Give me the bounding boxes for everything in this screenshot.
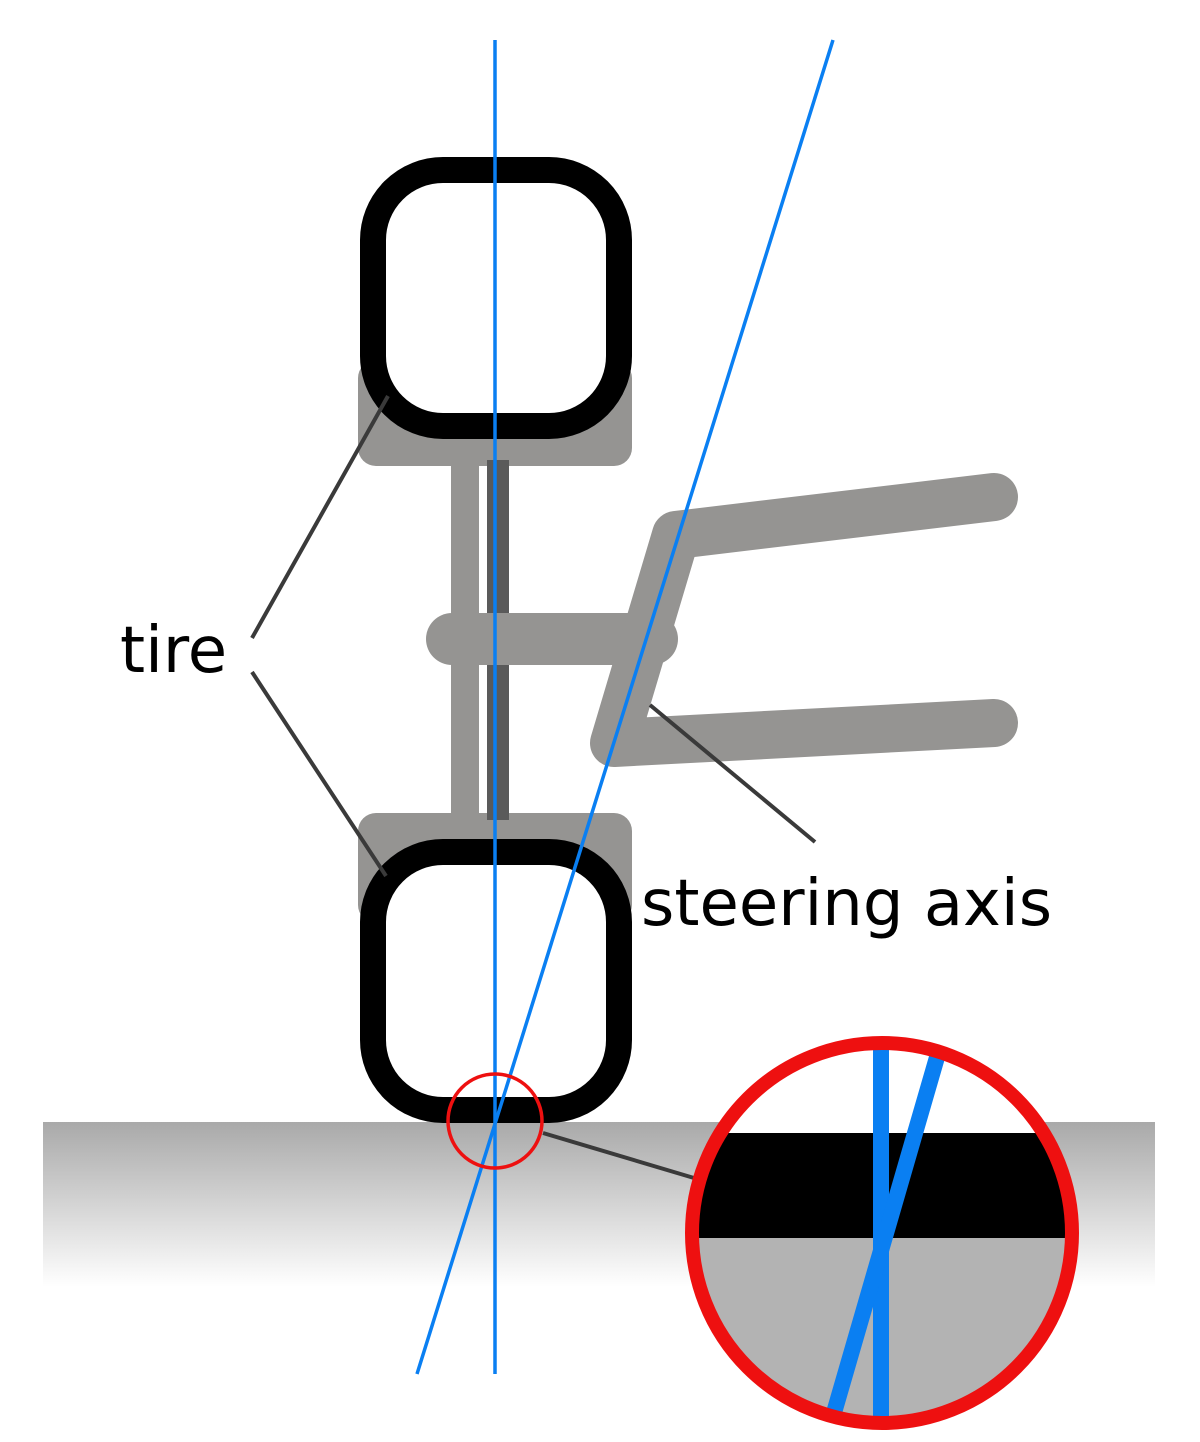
magnified-steering-axis-line <box>821 1049 950 1417</box>
steering-axis-label: steering axis <box>641 867 1052 941</box>
tire-label: tire <box>120 614 227 688</box>
tire-callout-upper <box>250 395 390 639</box>
magnified-view <box>685 1036 1079 1430</box>
contact-patch-marker <box>446 1072 544 1170</box>
steering-knuckle <box>590 473 1018 767</box>
callout-lines <box>250 395 817 1180</box>
steering-axis-line <box>415 39 835 1375</box>
suspension-assembly <box>358 360 1018 923</box>
steering-axis-callout <box>648 703 817 844</box>
tire-callout-lower <box>250 670 388 878</box>
magnifier-ring <box>685 1036 1079 1430</box>
magnifier-connector <box>542 1131 695 1180</box>
